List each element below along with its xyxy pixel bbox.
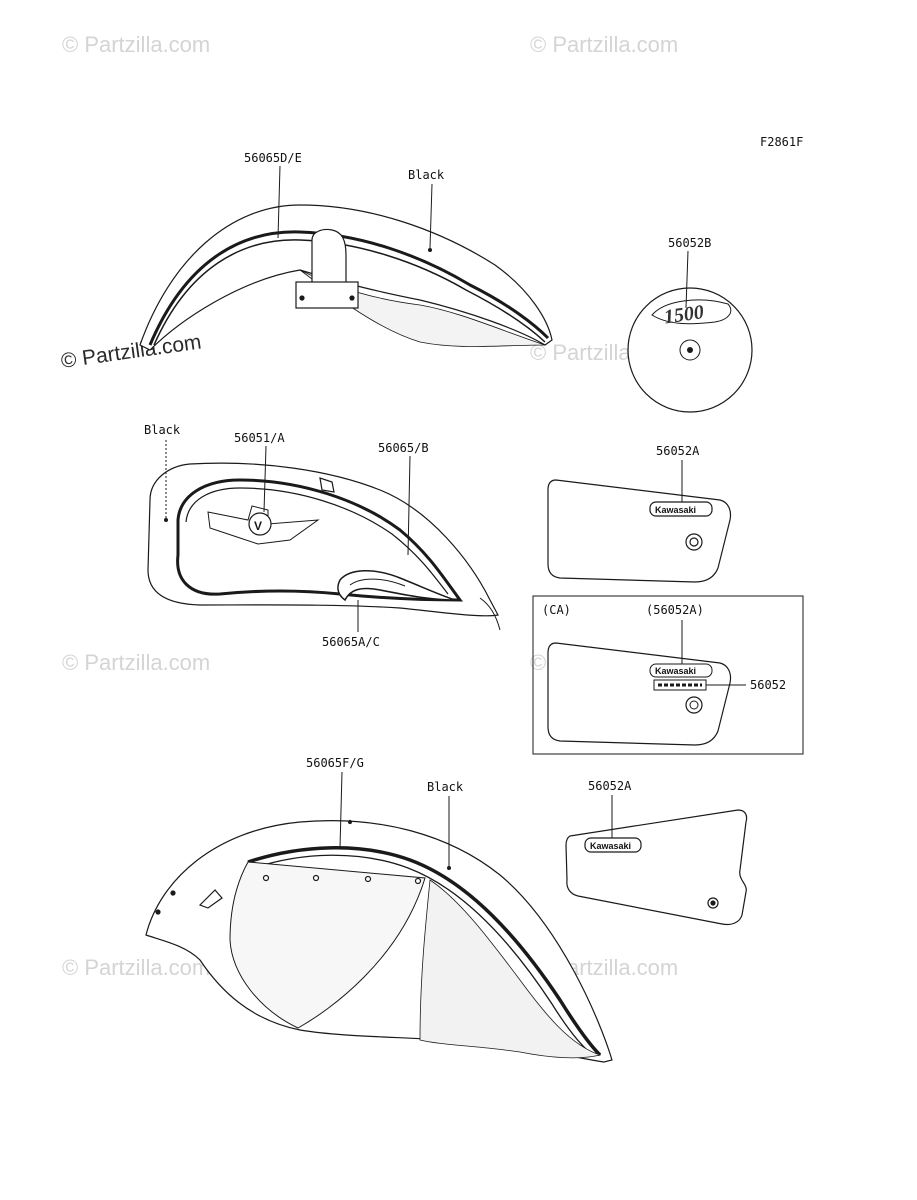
label-56052a-ca: (56052A) (646, 603, 704, 617)
label-black-front: Black (427, 780, 464, 794)
label-56065a-c: 56065A/C (322, 635, 380, 649)
callout-dot (164, 518, 168, 522)
ca-box (532, 595, 804, 755)
watermark: © Partzilla.com (62, 32, 210, 57)
label-56065f-g: 56065F/G (306, 756, 364, 770)
watermark-dark: © Partzilla.com (59, 330, 202, 372)
side-cover (547, 479, 732, 583)
watermark: © Partzilla.com (62, 955, 210, 980)
callout-dot (447, 866, 451, 870)
label-56052a-2: 56052A (588, 779, 632, 793)
watermark: © Partzilla.com (530, 32, 678, 57)
label-ca: (CA) (542, 603, 571, 617)
label-black-rear: Black (408, 168, 445, 182)
label-56051-a: 56051/A (234, 431, 285, 445)
label-56052: 56052 (750, 678, 786, 692)
kawasaki-badge: Kawasaki (655, 666, 696, 676)
leader-line (277, 165, 281, 239)
leader-line (407, 455, 411, 556)
side-cover-2 (565, 809, 748, 926)
watermark: © Partzilla.com (62, 650, 210, 675)
fuel-tank: V (147, 462, 501, 631)
rear-fender (139, 204, 553, 351)
leader-line (339, 771, 343, 849)
svg-text:V: V (254, 519, 262, 533)
label-56065-b: 56065/B (378, 441, 429, 455)
leader-line (685, 250, 689, 309)
label-56065d-e: 56065D/E (244, 151, 302, 165)
kawasaki-badge: Kawasaki (655, 505, 696, 515)
label-56052b: 56052B (668, 236, 711, 250)
callout-dot (428, 248, 432, 252)
kawasaki-badge: Kawasaki (590, 841, 631, 851)
round-emblem: 1500 (627, 287, 753, 413)
leader-line (429, 183, 433, 249)
front-fender (145, 819, 613, 1063)
label-56052a: 56052A (656, 444, 700, 458)
leader-line (263, 445, 267, 513)
label-black-tank: Black (144, 423, 181, 437)
figure-code: F2861F (760, 135, 803, 149)
